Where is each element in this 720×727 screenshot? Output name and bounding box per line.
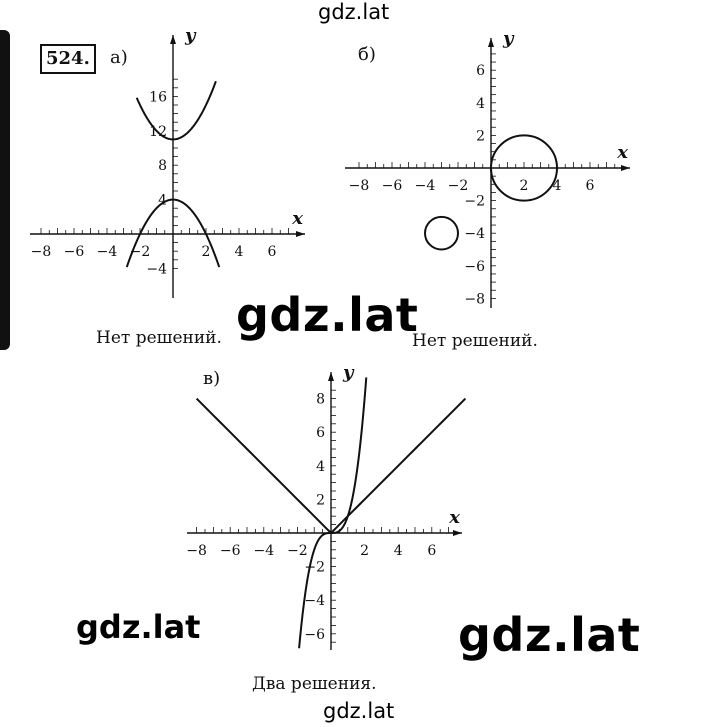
x-tick-label: 6 <box>427 543 436 559</box>
x-tick-label: −8 <box>349 178 370 194</box>
watermark-bottom: gdz.lat <box>323 699 395 723</box>
y-tick-label: −2 <box>464 194 485 210</box>
x-tick-label: −8 <box>31 244 52 260</box>
x-tick-label: −8 <box>186 543 207 559</box>
y-tick-label: −6 <box>464 259 485 275</box>
y-tick-label: 2 <box>476 128 485 144</box>
x-tick-label: −4 <box>415 178 436 194</box>
y-tick-label: 4 <box>476 96 485 112</box>
y-tick-label: −4 <box>304 593 325 609</box>
y-tick-label: 6 <box>316 425 325 441</box>
circle-1 <box>490 134 558 202</box>
y-tick-label: 8 <box>158 158 167 174</box>
watermark-right-bottom: gdz.lat <box>458 608 641 662</box>
y-tick-label: −8 <box>464 291 485 307</box>
x-axis-label: x <box>616 142 628 163</box>
panel-b-caption: Нет решений. <box>412 331 538 351</box>
circle-2 <box>424 215 459 251</box>
y-axis-arrow <box>328 372 334 381</box>
y-axis-arrow <box>170 35 176 44</box>
y-axis-label: y <box>184 25 197 46</box>
y-tick-label: −2 <box>304 560 325 576</box>
x-tick-label: −2 <box>287 543 308 559</box>
x-tick-label: 6 <box>586 178 595 194</box>
x-axis-arrow <box>453 530 462 536</box>
x-tick-label: 2 <box>360 543 369 559</box>
panel-2-graph: −8 −6 −4 −2 2 4 6 −8 −6 −4 −2 2 4 6 x y <box>345 28 630 308</box>
panel-a-caption: Нет решений. <box>96 328 222 348</box>
watermark-center: gdz.lat <box>236 288 419 342</box>
x-tick-label: 4 <box>553 178 562 194</box>
watermark-left-bottom: gdz.lat <box>76 608 201 646</box>
y-tick-label: −4 <box>146 261 167 277</box>
y-axis-label: y <box>502 28 515 49</box>
x-tick-label: −2 <box>448 178 469 194</box>
curve-2 <box>298 377 368 649</box>
x-axis-label: x <box>448 507 460 528</box>
x-tick-label: −4 <box>253 543 274 559</box>
y-tick-label: 2 <box>316 492 325 508</box>
curve-1 <box>135 80 217 141</box>
panel-3-graph: −8 −6 −4 −2 2 4 6 −6 −4 −2 2 4 6 8 x y <box>186 362 467 650</box>
panel-c-label: в) <box>203 368 221 389</box>
y-tick-label: −4 <box>464 226 485 242</box>
problem-number: 524. <box>40 44 96 74</box>
y-tick-label: 16 <box>149 89 167 105</box>
x-tick-label: −6 <box>382 178 403 194</box>
y-tick-label: −6 <box>304 627 325 643</box>
x-tick-label: 6 <box>268 244 277 260</box>
y-tick-label: 6 <box>476 63 485 79</box>
x-axis-label: x <box>291 208 303 229</box>
y-tick-label: 4 <box>316 459 325 475</box>
y-tick-label: 4 <box>158 193 167 209</box>
x-tick-label: −6 <box>64 244 85 260</box>
x-tick-label: −4 <box>97 244 118 260</box>
x-tick-label: 2 <box>520 178 529 194</box>
x-tick-label: 2 <box>202 244 211 260</box>
x-tick-label: 4 <box>235 244 244 260</box>
watermark-top: gdz.lat <box>318 0 390 24</box>
y-tick-label: 8 <box>316 392 325 408</box>
y-axis-arrow <box>488 38 494 47</box>
y-axis-label: y <box>342 362 355 383</box>
x-axis-arrow <box>621 165 630 171</box>
panel-a-label: а) <box>110 47 128 68</box>
x-tick-label: 4 <box>394 543 403 559</box>
x-tick-label: −6 <box>220 543 241 559</box>
x-axis-arrow <box>296 231 305 237</box>
panel-b-label: б) <box>358 44 376 65</box>
curve-2 <box>125 198 221 268</box>
scan-edge-shadow <box>0 30 10 350</box>
panel-c-caption: Два решения. <box>252 674 377 694</box>
